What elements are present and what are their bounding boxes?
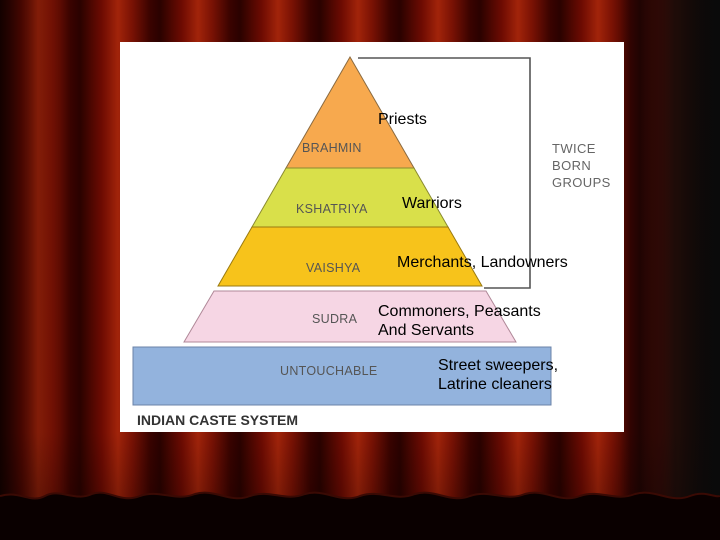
kshatriya-description: Warriors (402, 195, 462, 212)
untouchable-description-line-2: Latrine cleaners (438, 376, 552, 393)
caste-diagram-panel: BRAHMIN KSHATRIYA VAISHYA SUDRA UNTOUCHA… (120, 42, 624, 432)
curtain-left-shadow (0, 0, 60, 540)
brahmin-description: Priests (378, 111, 427, 128)
caste-pyramid: BRAHMIN KSHATRIYA VAISHYA SUDRA UNTOUCHA… (132, 55, 611, 428)
untouchable-description-line-1: Street sweepers, (438, 357, 559, 374)
tier-vaishya-label: VAISHYA (306, 261, 361, 275)
sudra-description-line-1: Commoners, Peasants (378, 303, 541, 320)
curtain-hem (0, 491, 720, 540)
group-label-groups: GROUPS (552, 175, 611, 190)
curtain-right-shadow (620, 0, 720, 540)
tier-untouchable-label: UNTOUCHABLE (280, 364, 378, 378)
untouchable-description: Street sweepers, Latrine cleaners (438, 356, 558, 394)
tier-sudra-label: SUDRA (312, 312, 358, 326)
tier-untouchable-band (132, 346, 552, 406)
vaishya-description: Merchants, Landowners (397, 254, 568, 271)
sudra-description-line-2: And Servants (378, 322, 475, 339)
tier-brahmin-label: BRAHMIN (302, 141, 362, 155)
group-label-twice: TWICE (552, 141, 596, 156)
group-label-born: BORN (552, 158, 591, 173)
twice-born-bracket (358, 57, 531, 289)
tier-vaishya-band (217, 226, 483, 287)
sudra-description: Commoners, Peasants And Servants (378, 302, 541, 340)
tier-kshatriya-label: KSHATRIYA (296, 202, 368, 216)
tier-sudra-band (183, 290, 517, 343)
diagram-title: INDIAN CASTE SYSTEM (137, 412, 298, 428)
